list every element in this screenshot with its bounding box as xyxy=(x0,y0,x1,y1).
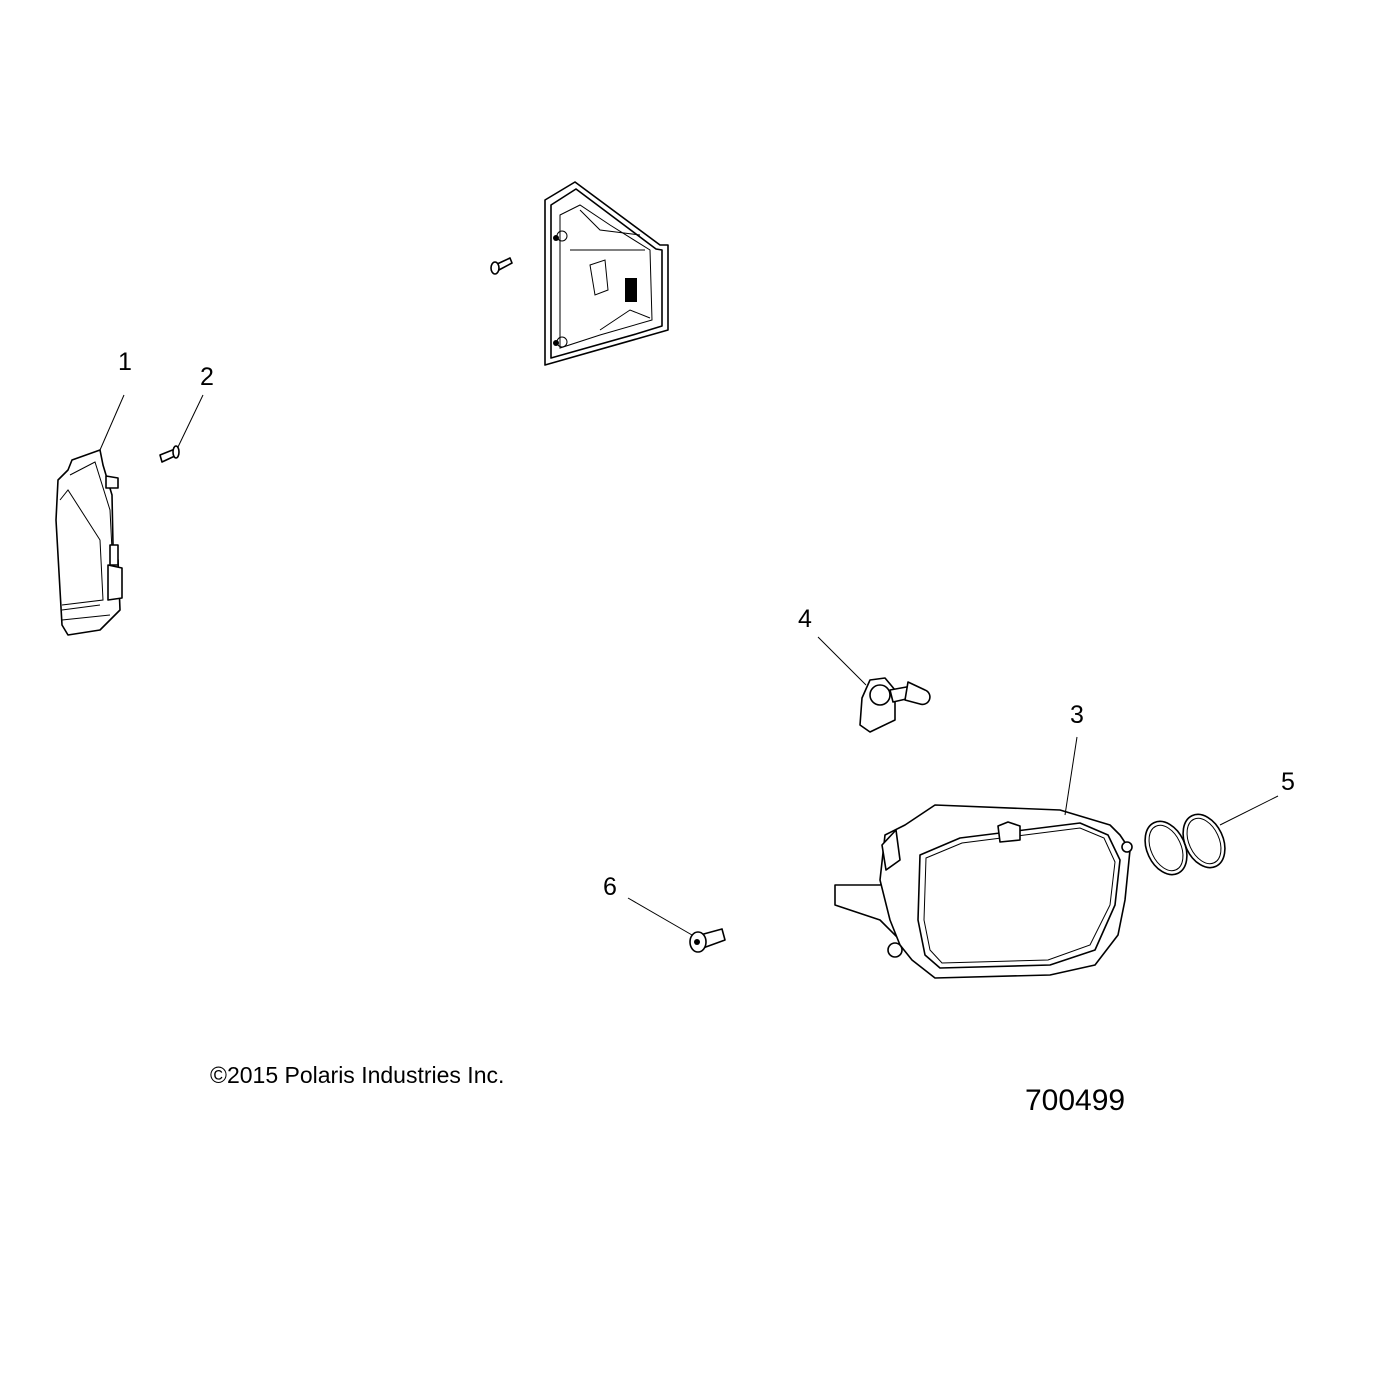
bulb-and-socket xyxy=(859,677,931,733)
tail-light-housing-left xyxy=(55,449,123,636)
callout-4: 4 xyxy=(798,605,867,686)
svg-text:4: 4 xyxy=(798,605,812,633)
callout-5: 5 xyxy=(1219,768,1295,826)
headlight-assembly xyxy=(834,804,1133,979)
tail-light-housing-right xyxy=(544,181,669,366)
svg-text:5: 5 xyxy=(1281,768,1295,796)
callout-2: 2 xyxy=(177,363,214,448)
callout-1: 1 xyxy=(99,348,132,451)
callout-3: 3 xyxy=(1064,701,1084,816)
bolt xyxy=(689,928,726,953)
screw xyxy=(159,445,180,463)
svg-text:6: 6 xyxy=(603,873,617,901)
svg-text:1: 1 xyxy=(118,348,132,376)
callout-6: 6 xyxy=(603,873,693,936)
svg-text:3: 3 xyxy=(1070,701,1084,729)
copyright-text: ©2015 Polaris Industries Inc. xyxy=(210,1062,504,1088)
svg-text:2: 2 xyxy=(200,363,214,391)
screw-unlabeled xyxy=(490,257,513,275)
seal-rings xyxy=(1144,813,1226,876)
drawing-number: 700499 xyxy=(1025,1084,1125,1117)
